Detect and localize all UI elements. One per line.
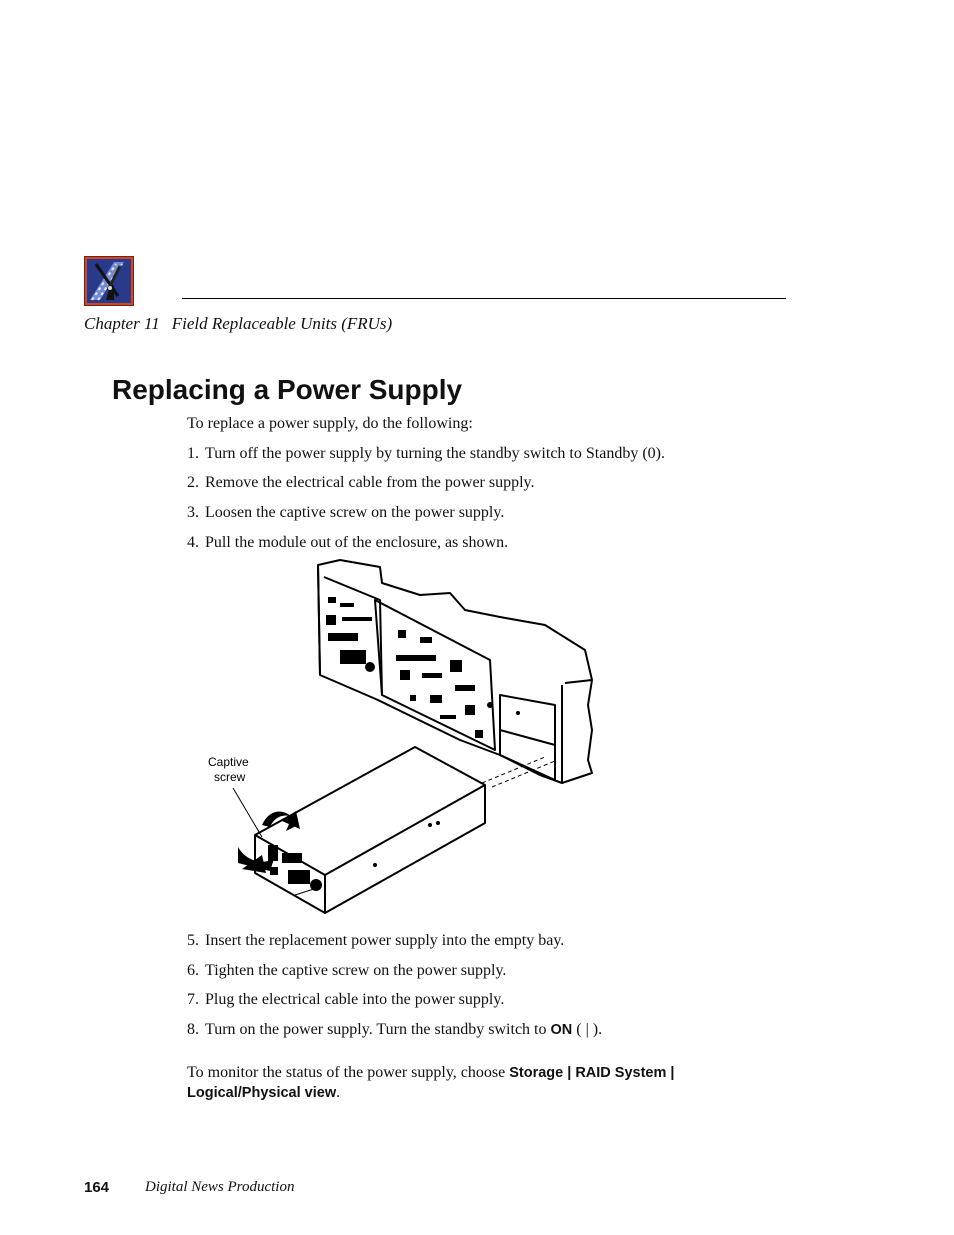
step-text: Loosen the captive screw on the power su… (205, 504, 505, 521)
intro-text: To replace a power supply, do the follow… (187, 415, 473, 432)
step-text: Turn on the power supply. Turn the stand… (205, 1021, 551, 1038)
step-item: 6. Tighten the captive screw on the power… (187, 962, 506, 980)
power-supply-removal-figure: Captive screw (208, 559, 593, 914)
film-scissors-logo-icon (84, 256, 134, 306)
step-item: 2. Remove the electrical cable from the p… (187, 474, 535, 492)
step-item: 3. Loosen the captive screw on the power … (187, 504, 504, 522)
chapter-title: Field Replaceable Units (FRUs) (171, 314, 393, 333)
header-rule (182, 298, 786, 299)
on-label: ON (550, 1022, 573, 1038)
monitor-instruction: To monitor the status of the power suppl… (187, 1063, 747, 1103)
callout-captive-line1: Captive (208, 755, 249, 769)
step-number: 7. (187, 991, 199, 1008)
step-number: 4. (187, 534, 199, 551)
step-number: 5. (187, 932, 199, 949)
chapter-label: Chapter 11 (84, 314, 160, 333)
step-text-end: ( | ). (572, 1021, 603, 1038)
chapter-heading: Chapter 11 Field Replaceable Units (FRUs) (84, 314, 392, 334)
step-text: Plug the electrical cable into the power… (205, 991, 505, 1008)
step-number: 2. (187, 474, 199, 491)
page-number: 164 (84, 1179, 110, 1196)
step-number: 6. (187, 962, 199, 979)
step-item: 4. Pull the module out of the enclosure, … (187, 534, 508, 552)
step-text: Tighten the captive screw on the power s… (205, 962, 507, 979)
monitor-text-end: . (336, 1084, 341, 1101)
book-title: Digital News Production (145, 1179, 295, 1195)
step-number: 3. (187, 504, 199, 521)
step-text: Insert the replacement power supply into… (205, 932, 565, 949)
step-text: Pull the module out of the enclosure, as… (205, 534, 509, 551)
step-item: 1. Turn off the power supply by turning t… (187, 445, 665, 463)
callout-captive-line2: screw (214, 770, 246, 784)
step-item: 7. Plug the electrical cable into the pow… (187, 991, 504, 1009)
step-item: 8. Turn on the power supply. Turn the sta… (187, 1021, 602, 1039)
section-title: Replacing a Power Supply (112, 374, 463, 405)
monitor-text: To monitor the status of the power suppl… (187, 1064, 510, 1081)
step-text: Remove the electrical cable from the pow… (205, 474, 535, 491)
menu-path: Storage | RAID System | Logical/Physical… (187, 1065, 675, 1101)
step-item: 5. Insert the replacement power supply in… (187, 932, 564, 950)
step-text: Turn off the power supply by turning the… (205, 445, 665, 462)
step-number: 8. (187, 1021, 199, 1038)
step-number: 1. (187, 445, 199, 462)
